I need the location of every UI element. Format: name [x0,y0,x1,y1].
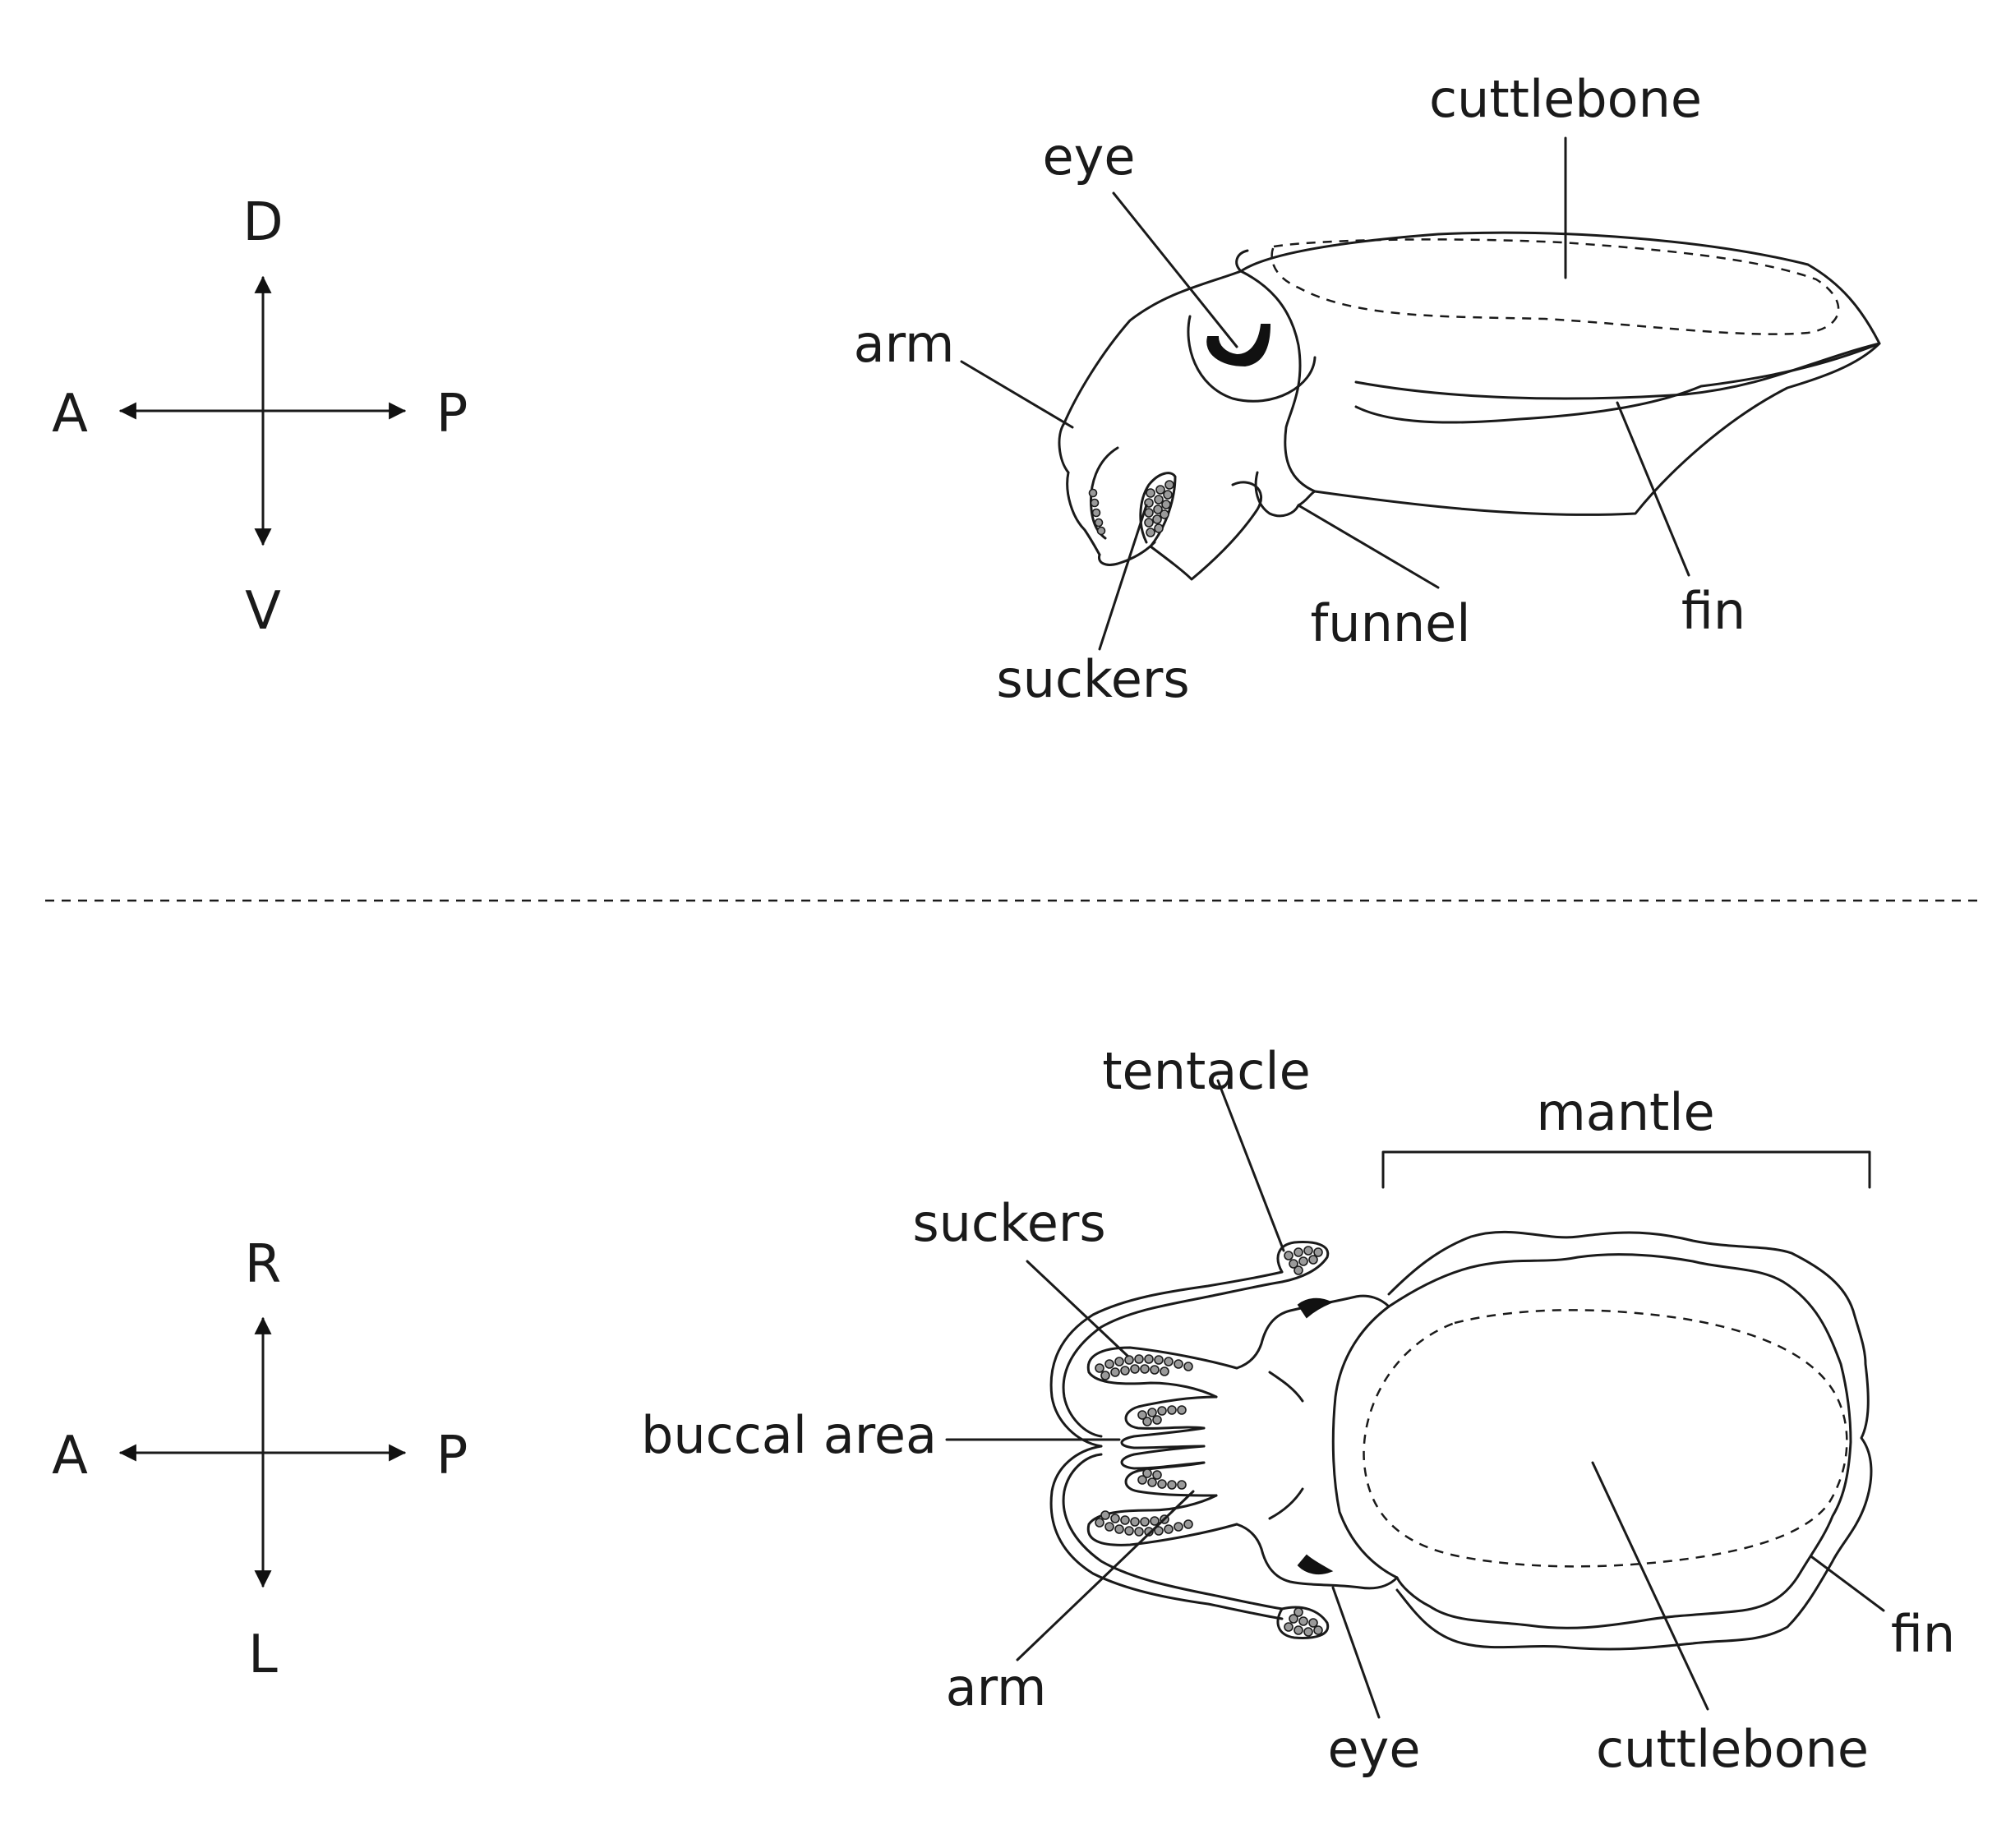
head-outline-top [1331,1305,1399,1579]
arm-outline [1066,471,1101,556]
fin-outer-outline [1387,1230,1873,1651]
compass-label-anterior: A [52,384,88,445]
label-arm: arm [854,314,955,374]
eye-pupil-shape [1206,324,1271,367]
tentacle-club-left [1276,1606,1330,1639]
compass-label-left: L [248,1624,278,1685]
compass-label-anterior-top: A [52,1426,88,1486]
leader-cuttlebone-top [1591,1461,1709,1711]
leader-arm [960,360,1074,429]
label-suckers-top: suckers [912,1193,1105,1253]
arm-lower-2 [1124,1461,1218,1497]
cuttlefish-side-view: cuttlebone eye arm suckers funnel fin [854,69,1881,709]
leader-suckers-top [1026,1260,1129,1357]
cuttlebone-outline-top [1363,1309,1848,1568]
label-fin-top: fin [1891,1604,1955,1664]
label-fin: fin [1681,581,1745,641]
compass-label-ventral: V [245,581,281,642]
cuttlebone-outline [1270,238,1840,335]
eye-right-fold [1268,1371,1304,1403]
eye-right-mark [1297,1297,1334,1319]
suckers-top [1095,1246,1323,1637]
label-buccal-area: buccal area [641,1405,937,1465]
buccal-upper [1120,1426,1206,1449]
arm-upper-2 [1124,1395,1218,1430]
leader-fin-top [1810,1555,1885,1612]
eye-socket [1187,315,1317,403]
compass-label-posterior-top: P [436,1426,468,1486]
tentacle-left-inner [1062,1453,1284,1611]
tentacle-club-right [1276,1241,1330,1283]
fin-fold-lower [1354,342,1881,424]
arm-lower-1 [1086,1494,1238,1546]
leader-arm-top [1016,1490,1195,1661]
label-funnel: funnel [1310,593,1470,653]
head-upper-outline [1235,1294,1390,1370]
head-front [1058,270,1243,474]
fin-fold-upper [1354,342,1881,400]
eye-left-fold [1268,1487,1304,1520]
suckers-side [1088,480,1174,537]
leader-eye-top [1331,1586,1381,1719]
tentacle-left [1049,1445,1284,1620]
label-arm-top: arm [946,1657,1047,1717]
label-cuttlebone-top: cuttlebone [1596,1719,1869,1779]
compass-side-view: D V A P [52,192,468,642]
label-tentacle: tentacle [1102,1041,1311,1101]
head-lower-outline [1235,1523,1399,1590]
leader-suckers [1098,504,1148,651]
arm-upper-1 [1086,1346,1238,1399]
compass-label-posterior: P [436,384,468,445]
mantle-bracket [1381,1150,1871,1189]
cuttlefish-top-view: tentacle mantle suckers buccal area arm … [641,1041,1955,1779]
label-eye-top: eye [1328,1719,1421,1779]
tentacle-right [1049,1270,1284,1448]
tentacle-right-inner [1062,1280,1284,1438]
funnel-outline [1254,471,1317,518]
label-mantle: mantle [1536,1082,1714,1142]
label-cuttlebone: cuttlebone [1429,69,1702,129]
compass-label-right: R [245,1234,281,1295]
label-suckers: suckers [996,649,1189,709]
leader-eye [1112,191,1238,348]
leader-fin [1616,401,1690,577]
mantle-collar [1235,249,1249,273]
mantle-inner-outline [1387,1253,1852,1629]
leader-funnel [1297,504,1440,589]
arm-lower-tip [1097,541,1156,566]
compass-top-view: R L A P [52,1234,468,1685]
label-eye: eye [1043,127,1136,187]
compass-label-dorsal: D [242,192,283,253]
leader-tentacle [1216,1079,1285,1252]
eye-left-mark [1297,1554,1334,1575]
